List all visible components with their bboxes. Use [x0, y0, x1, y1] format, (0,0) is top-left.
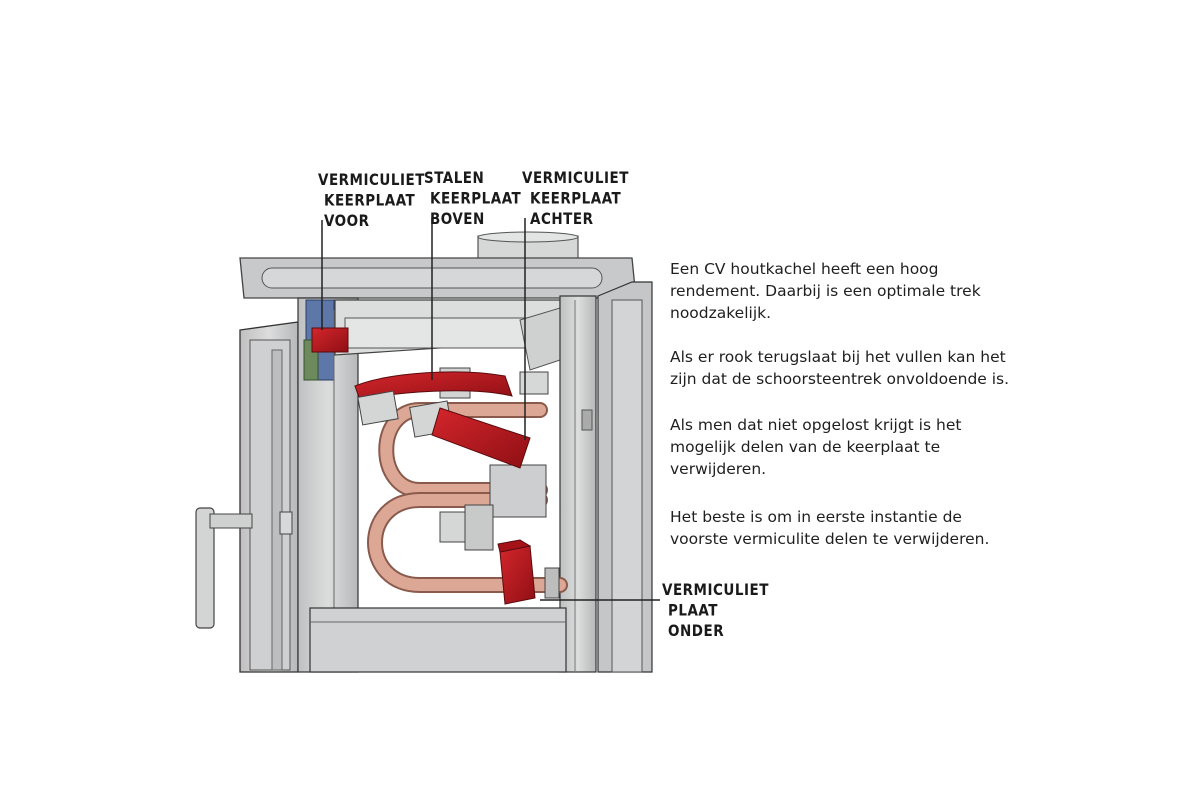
leader-lines [321, 218, 660, 601]
right-wall [559, 281, 653, 673]
label-line: KEERPLAAT [430, 188, 522, 208]
label-line: BOVEN [430, 209, 485, 229]
label-line: VOOR [324, 211, 370, 231]
paragraph-rook: Als er rook terugslaat bij het vullen ka… [670, 348, 1010, 388]
paragraph-rendement: Een CV houtkachel heeft een hoog rendeme… [670, 260, 981, 322]
baffle-rear-highlight [431, 407, 531, 469]
label-line: VERMICULIET [522, 168, 629, 188]
label-line: VERMICULIET [662, 580, 769, 600]
label-plaat-onder: VERMICULIET PLAAT ONDER [662, 580, 769, 642]
paragraph-advies: Het beste is om in eerste instantie de v… [670, 508, 990, 548]
ash-box [309, 607, 567, 673]
label-line: STALEN [424, 168, 485, 188]
baffle-front-highlight [311, 327, 349, 353]
label-line: VERMICULIET [318, 170, 425, 190]
bottom-plate-highlight [497, 539, 536, 605]
top-plate [239, 257, 637, 299]
door-handle [195, 507, 253, 629]
label-keerplaat-achter: VERMICULIET KEERPLAAT ACHTER [522, 168, 629, 230]
label-line: ACHTER [530, 209, 594, 229]
label-keerplaat-boven: STALEN KEERPLAAT BOVEN [424, 168, 521, 230]
upper-baffle [334, 299, 561, 371]
paragraph-keerplaat: Als men dat niet opgelost krijgt is het … [670, 416, 962, 478]
label-line: KEERPLAAT [530, 188, 622, 208]
label-line: KEERPLAAT [324, 190, 416, 210]
label-line: ONDER [668, 621, 725, 641]
door [239, 321, 299, 673]
label-line: PLAAT [668, 600, 718, 620]
label-keerplaat-voor: VERMICULIET KEERPLAAT VOOR [318, 170, 425, 232]
